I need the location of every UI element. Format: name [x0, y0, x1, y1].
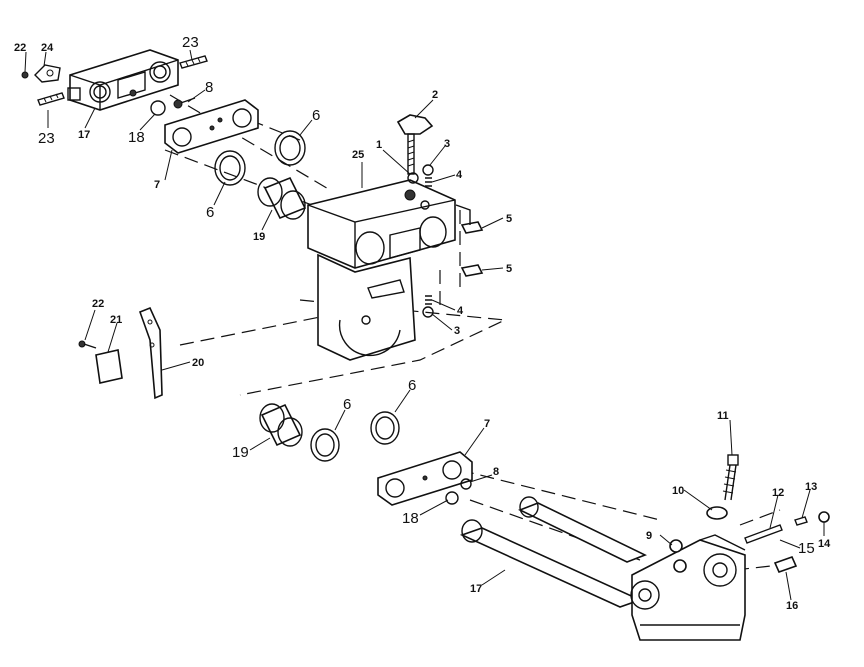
carriage-lower-body [317, 253, 416, 361]
callout-19-upper: 19 [253, 231, 265, 243]
part-5-upper-clip [455, 204, 484, 234]
part-18-upper-washer [150, 100, 166, 116]
part-25-carriage-housing [307, 179, 456, 269]
part-17-rails [459, 496, 647, 608]
callout-7-lower: 7 [484, 418, 490, 430]
callout-11: 11 [717, 410, 729, 422]
callout-4-upper: 4 [456, 169, 463, 181]
callout-12: 12 [772, 487, 784, 499]
part-8-upper-screw [173, 97, 196, 109]
callout-3-lower: 3 [454, 325, 460, 337]
callout-20: 20 [192, 357, 204, 369]
callout-labels: 22 24 23 23 17 18 8 6 7 6 19 25 2 1 3 4 … [14, 34, 831, 612]
part-8-lower-screw [460, 478, 472, 490]
callout-9: 9 [646, 530, 652, 542]
callout-8-upper: 8 [205, 79, 213, 96]
callout-18-lower: 18 [402, 510, 419, 527]
part-6-lower-ring-a [310, 428, 340, 462]
part-7-lower-plate [377, 451, 473, 506]
callout-21: 21 [110, 314, 122, 326]
callout-17-lower: 17 [470, 583, 482, 595]
part-1-washer [407, 172, 419, 184]
callout-15: 15 [798, 540, 815, 557]
callout-18-upper: 18 [128, 129, 145, 146]
part-6-upper-ring-b [214, 150, 246, 186]
part-3-lower-nut [422, 306, 434, 318]
part-21-pad [95, 349, 123, 384]
part-12-pin [744, 524, 783, 544]
part-17-upper-block [69, 49, 179, 111]
callout-6-lower-a: 6 [408, 377, 416, 394]
part-14-cap [818, 511, 830, 523]
callout-6-upper-b: 6 [206, 204, 214, 221]
part-7-upper-plate [164, 99, 259, 154]
part-23-pin-left [37, 87, 81, 106]
part-6-upper-ring-a [274, 130, 306, 166]
callout-17-upper: 17 [78, 129, 90, 141]
part-11-bolt [722, 454, 739, 501]
callout-1: 1 [376, 139, 382, 151]
callout-23-upper: 23 [182, 34, 199, 51]
part-24-clip [34, 64, 61, 83]
callout-5-upper: 5 [506, 213, 512, 225]
part-16-knob [773, 555, 798, 574]
part-5-lower-clip [460, 264, 484, 277]
callout-6-lower-b: 6 [343, 396, 351, 413]
part-3-upper-nut [422, 164, 434, 176]
callout-7-upper: 7 [154, 179, 160, 191]
part-19-upper-sleeve [257, 176, 307, 220]
leader-lines [24, 49, 825, 601]
part-22-screw-lower [78, 340, 97, 349]
callout-24: 24 [41, 42, 54, 54]
part-13-spring [794, 516, 808, 526]
callout-25: 25 [352, 149, 364, 161]
part-18-lower-washer [445, 491, 459, 505]
callout-22-upper: 22 [14, 42, 26, 54]
callout-22-lower: 22 [92, 298, 104, 310]
part-23-pin-right [179, 55, 208, 69]
part-22-screw-upper [21, 71, 29, 79]
callout-8-lower: 8 [493, 466, 499, 478]
callout-19-lower: 19 [232, 444, 249, 461]
callout-3-upper: 3 [444, 138, 450, 150]
callout-10: 10 [672, 485, 684, 497]
part-6-lower-ring-b [370, 411, 400, 445]
callout-5-lower: 5 [506, 263, 512, 275]
part-2-lock-knob [396, 114, 434, 175]
callout-14: 14 [818, 538, 831, 550]
part-20-bracket [138, 306, 163, 400]
base-casting [630, 534, 746, 641]
callout-23-lower: 23 [38, 130, 55, 147]
assembly-guide-lines [164, 94, 781, 571]
part-4-upper-spring [425, 177, 432, 187]
callout-6-upper-a: 6 [312, 107, 320, 124]
callout-2: 2 [432, 89, 438, 101]
part-19-lower-sleeve [259, 403, 303, 447]
part-4-lower-spring [425, 295, 432, 305]
callout-16: 16 [786, 600, 798, 612]
callout-4-lower: 4 [457, 305, 464, 317]
callout-13: 13 [805, 481, 817, 493]
part-9-nut [669, 539, 687, 573]
